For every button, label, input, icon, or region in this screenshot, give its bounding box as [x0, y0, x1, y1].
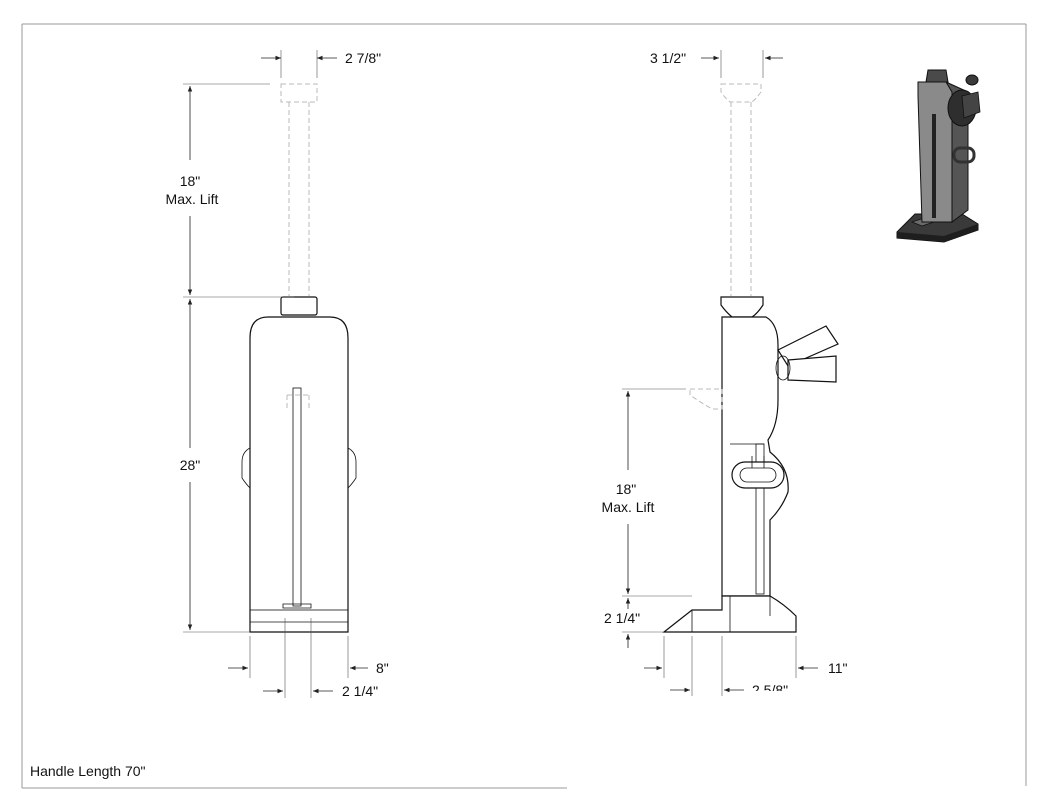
side-toe-lift-value: 18" [616, 481, 637, 497]
sheet-border [21, 23, 1027, 789]
side-rack [730, 443, 765, 595]
side-handle-loop [731, 456, 785, 489]
side-top-width-label: 3 1/2" [650, 50, 686, 66]
jack-isometric-render-icon [896, 69, 981, 243]
front-body-height-dimension: 28" [180, 299, 250, 633]
front-max-lift-dimension: 18" Max. Lift [166, 83, 294, 298]
side-top-width-dimension: 3 1/2" [650, 50, 783, 78]
side-handle-socket [775, 325, 839, 383]
toe-length-mask [745, 691, 805, 703]
front-rack [282, 387, 312, 609]
front-body [249, 316, 349, 633]
front-view: 2 7/8" 18" Max. Lift 28" 8" [166, 50, 389, 699]
front-body-height-label: 28" [180, 457, 201, 473]
front-ghost-raised-head [280, 83, 318, 296]
side-head-cap [720, 296, 764, 318]
front-head-cap [280, 296, 318, 316]
front-top-width-dimension: 2 7/8" [261, 50, 381, 78]
side-ghost-raised-head [720, 83, 762, 296]
side-toe-height-label: 2 1/4" [604, 610, 640, 626]
side-view: 3 1/2" 18" Max. Lift 2 1/4" 11" [602, 50, 848, 703]
front-foot-width-dimension: 2 1/4" [263, 618, 378, 699]
side-ghost-toe [689, 388, 723, 410]
front-left-lug [241, 447, 251, 489]
side-toe-lift-dimension: 18" Max. Lift [602, 388, 692, 597]
side-body [721, 316, 789, 597]
front-base [249, 609, 349, 633]
side-toe-height-dimension: 2 1/4" [604, 598, 664, 648]
side-toe-length-dimension: 2 5/8" [670, 636, 788, 698]
side-base-depth-label: 11" [828, 660, 848, 676]
front-max-lift-caption: Max. Lift [166, 191, 219, 207]
side-toe-lift-caption: Max. Lift [602, 499, 655, 515]
front-max-lift-value: 18" [180, 173, 201, 189]
front-foot-width-label: 2 1/4" [342, 683, 378, 699]
front-top-width-label: 2 7/8" [345, 50, 381, 66]
front-base-width-dimension: 8" [228, 636, 389, 678]
front-right-lug [347, 447, 357, 489]
handle-length-note: Handle Length 70" [30, 763, 146, 779]
side-base-depth-dimension: 11" [644, 636, 848, 678]
front-base-width-label: 8" [376, 660, 389, 676]
